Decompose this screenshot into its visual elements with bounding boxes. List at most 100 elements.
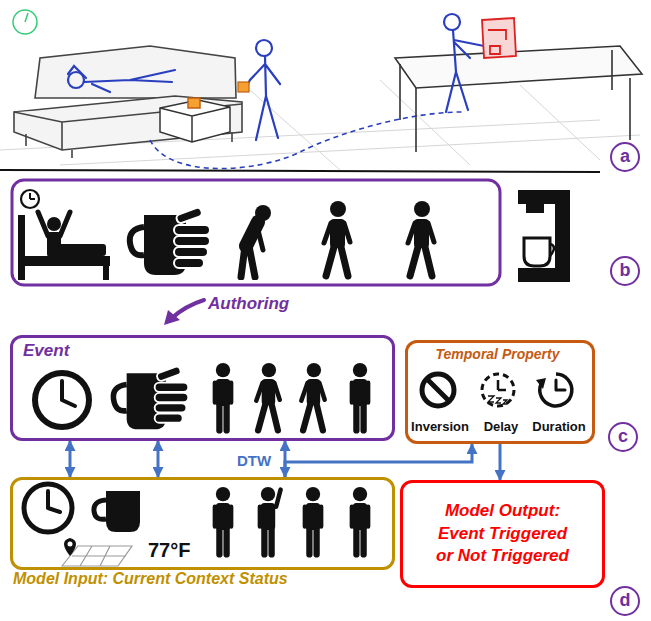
node-text: Duration [528,419,590,434]
authoring-arrow [172,300,204,318]
coffee-machine-icon [518,268,570,282]
wake-up-icon [38,212,70,236]
event-icons [352,363,368,431]
edge-label: DTW [237,452,271,469]
walking-figure [408,201,434,276]
duration-icon [536,374,572,406]
node-text: d [620,591,631,609]
event-box: Event [10,335,395,441]
temporal-property-box: Temporal PropertyInversion DelayDuration [405,340,595,444]
context-icons [260,487,281,555]
clock-doodle [13,10,37,34]
annotation-label: Authoring [208,294,289,314]
wake-up-icon [21,190,39,208]
map-pin-icon [62,538,132,566]
node-text: Delay [476,419,526,434]
lying-person [68,66,175,92]
couch [35,46,236,98]
node-text: c [618,427,628,445]
standing-person [238,82,249,92]
callout-circle: d [610,586,640,616]
duration-icon [536,378,546,389]
coffee-machine-sketch [482,18,516,58]
coffee-machine-icon [524,238,550,266]
inversion-icon [422,374,454,406]
connector-arrow [285,444,472,477]
delay-icon [498,380,506,390]
standing-person [246,56,280,140]
wake-up-icon [103,256,109,280]
mug-hand-icon [130,207,210,275]
wake-up-icon [30,193,35,199]
map-pin-icon [68,542,73,547]
inversion-icon [427,379,449,401]
delay-icon [482,374,514,406]
node-text: Model Output: Event Triggered or Not Tri… [432,500,574,569]
context-icons [94,491,140,532]
connector-arrow [157,441,160,477]
node-text: Event [23,341,69,361]
callout-circle: b [610,256,640,286]
context-icons [215,487,231,555]
map-pin-icon [64,538,76,556]
delay-icon [482,374,514,406]
wake-up-icon [18,215,25,280]
node-text: 77°F [148,539,190,562]
standing-person [238,40,280,140]
couch [14,96,242,150]
node-text: a [620,147,630,165]
coffee-machine-icon [526,204,544,213]
node-text: Temporal Property [408,346,587,362]
connector-arrow [69,441,72,477]
clock-doodle [25,13,28,22]
event-icons [301,363,324,431]
event-icons [62,381,75,406]
sketch-scene [0,10,642,172]
node-text: Model Input: Current Context Status [13,570,288,588]
bending-figure [241,205,271,277]
separator-line [0,170,600,172]
wake-up-icon [18,190,110,280]
context-icons [305,487,321,555]
context-icons [24,484,368,566]
context-icons [48,491,60,512]
activity-panel [12,180,500,285]
kitchen-table [395,46,642,152]
connector-arrow [499,444,502,480]
activity-panel [12,180,500,285]
event-icons [113,366,188,430]
clock-doodle [13,10,37,34]
standing-person [256,40,272,56]
temporal-icons [422,374,572,406]
wake-up-icon [47,217,61,231]
coffee-machine-sketch [482,18,516,58]
callout-circle: a [610,142,640,172]
event-icons [215,363,231,431]
event-icons [256,363,279,431]
lying-person [68,66,175,92]
wake-up-icon [58,244,106,256]
coffee-machine-icon [518,190,570,282]
event-icons [35,363,368,431]
walking-figure [324,201,350,276]
model-input-box: 77°FModel Input: Current Context Status [10,477,395,570]
kitchen-table [400,50,630,152]
person-at-machine [444,14,484,112]
coffee-machine-icon [550,244,554,256]
model-output-box: Model Output: Event Triggered or Not Tri… [400,480,605,588]
node-text: b [620,261,631,279]
couch [14,46,242,158]
context-icons [24,484,72,532]
node-text: Inversion [408,419,472,434]
authoring-arrow [164,310,180,325]
ottoman [160,107,230,142]
kitchen-table [395,46,642,88]
authoring-arrow [164,300,204,325]
coffee-machine-sketch [488,30,506,54]
person-at-machine [444,14,460,30]
delay-icon [488,396,507,404]
ottoman [188,98,200,108]
person-at-machine [446,30,484,112]
context-icons [352,487,368,555]
